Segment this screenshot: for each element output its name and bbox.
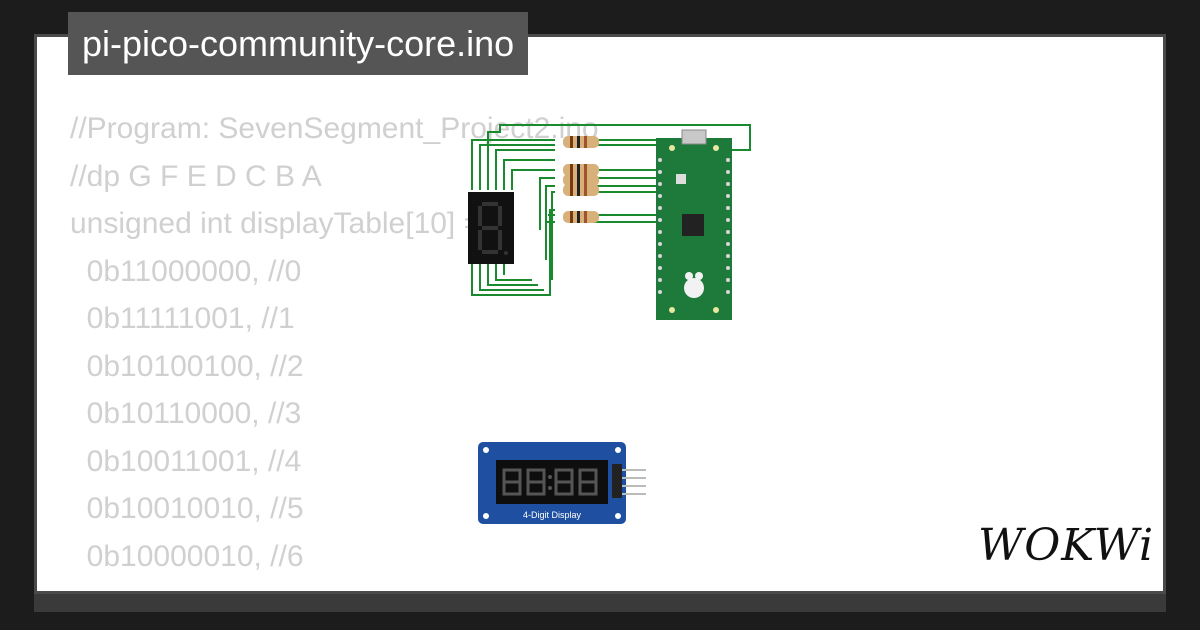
resistors bbox=[563, 136, 599, 223]
code-line: unsigned int displayTable[10] = { bbox=[70, 207, 500, 240]
code-line: 0b10000010, //6 bbox=[70, 539, 304, 573]
resistor bbox=[563, 136, 599, 148]
resistor bbox=[563, 174, 599, 186]
raspberry-pi-pico-board bbox=[656, 129, 732, 320]
resistor bbox=[563, 164, 599, 176]
seven-segment-display bbox=[468, 192, 514, 264]
code-line: //dp G F E D C B A bbox=[70, 159, 322, 193]
tm1637-display-module: 4-Digit Display bbox=[478, 442, 646, 524]
card-shadow bbox=[34, 594, 1166, 612]
resistor bbox=[563, 184, 599, 196]
project-title: pi-pico-community-core.ino bbox=[68, 12, 529, 75]
code-line: 0b10010010, //5 bbox=[70, 492, 304, 525]
wires bbox=[471, 124, 751, 296]
resistor bbox=[563, 211, 599, 223]
raspberry-logo-icon bbox=[684, 272, 704, 298]
code-line: 0b10110000, //3 bbox=[70, 397, 302, 430]
code-line: 0b10011001, //4 bbox=[70, 444, 302, 478]
tm1637-label: 4-Digit Display bbox=[523, 510, 582, 520]
code-line: 0b11111001, //1 bbox=[70, 302, 295, 335]
code-line: 0b11000000, //0 bbox=[70, 254, 302, 288]
code-line: 0b11111000, //7 bbox=[70, 580, 599, 591]
wokwi-logo: WOKWi bbox=[978, 520, 1155, 571]
code-line: 0b10100100, //2 bbox=[70, 349, 304, 383]
circuit-diagram bbox=[468, 124, 751, 320]
